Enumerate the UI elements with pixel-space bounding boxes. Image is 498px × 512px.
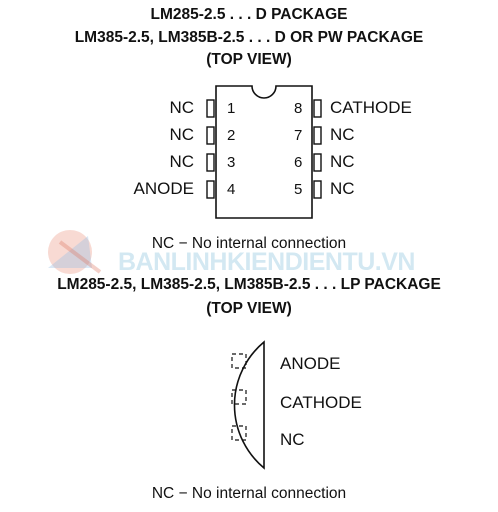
pin-label-6: NC xyxy=(330,152,355,171)
d-package-nc-note: NC − No internal connection xyxy=(151,235,347,252)
lp-package-view-label: (TOP VIEW) xyxy=(206,300,292,317)
lp-pin-marker-3 xyxy=(231,425,247,441)
ic-body xyxy=(215,85,313,219)
pin-number-8: 8 xyxy=(294,100,303,117)
pin-tab-8 xyxy=(313,99,322,118)
pin-tab-6 xyxy=(313,153,322,172)
pin-tab-3 xyxy=(206,153,215,172)
pin-number-5: 5 xyxy=(294,181,303,198)
lp-pin-marker-2 xyxy=(231,389,247,405)
pin-label-3: NC xyxy=(169,152,194,171)
pin-tab-5 xyxy=(313,180,322,199)
pin-label-4: ANODE xyxy=(133,179,194,198)
pin-label-1: NC xyxy=(169,98,194,117)
d-package-title-line1: LM285-2.5 . . . D PACKAGE xyxy=(150,6,348,23)
lp-pin-label-anode: ANODE xyxy=(280,354,341,373)
pin-number-3: 3 xyxy=(227,154,236,171)
watermark-logo-icon xyxy=(48,230,102,274)
lp-pin-label-cathode: CATHODE xyxy=(280,393,362,412)
pin-tab-2 xyxy=(206,126,215,145)
d-package-view-label: (TOP VIEW) xyxy=(206,51,292,68)
d-package-title-line2: LM385-2.5, LM385B-2.5 . . . D OR PW PACK… xyxy=(74,29,424,46)
pin-label-5: NC xyxy=(330,179,355,198)
pin-label-7: NC xyxy=(330,125,355,144)
pin-tab-4 xyxy=(206,180,215,199)
pin-number-2: 2 xyxy=(227,127,236,144)
lp-package-body xyxy=(233,340,265,470)
pin-number-6: 6 xyxy=(294,154,303,171)
pin-label-8: CATHODE xyxy=(330,98,412,117)
pin-number-4: 4 xyxy=(227,181,236,198)
lp-pin-label-nc: NC xyxy=(280,430,305,449)
lp-package-title: LM285-2.5, LM385-2.5, LM385B-2.5 . . . L… xyxy=(57,276,441,293)
pin-tab-1 xyxy=(206,99,215,118)
pin-label-2: NC xyxy=(169,125,194,144)
pin-number-1: 1 xyxy=(227,100,236,117)
watermark-text: BANLINHKIENDIENTU.VN xyxy=(118,248,415,276)
lp-pin-marker-1 xyxy=(231,353,247,369)
lp-package-nc-note: NC − No internal connection xyxy=(151,485,347,502)
pin-number-7: 7 xyxy=(294,127,303,144)
pin-tab-7 xyxy=(313,126,322,145)
